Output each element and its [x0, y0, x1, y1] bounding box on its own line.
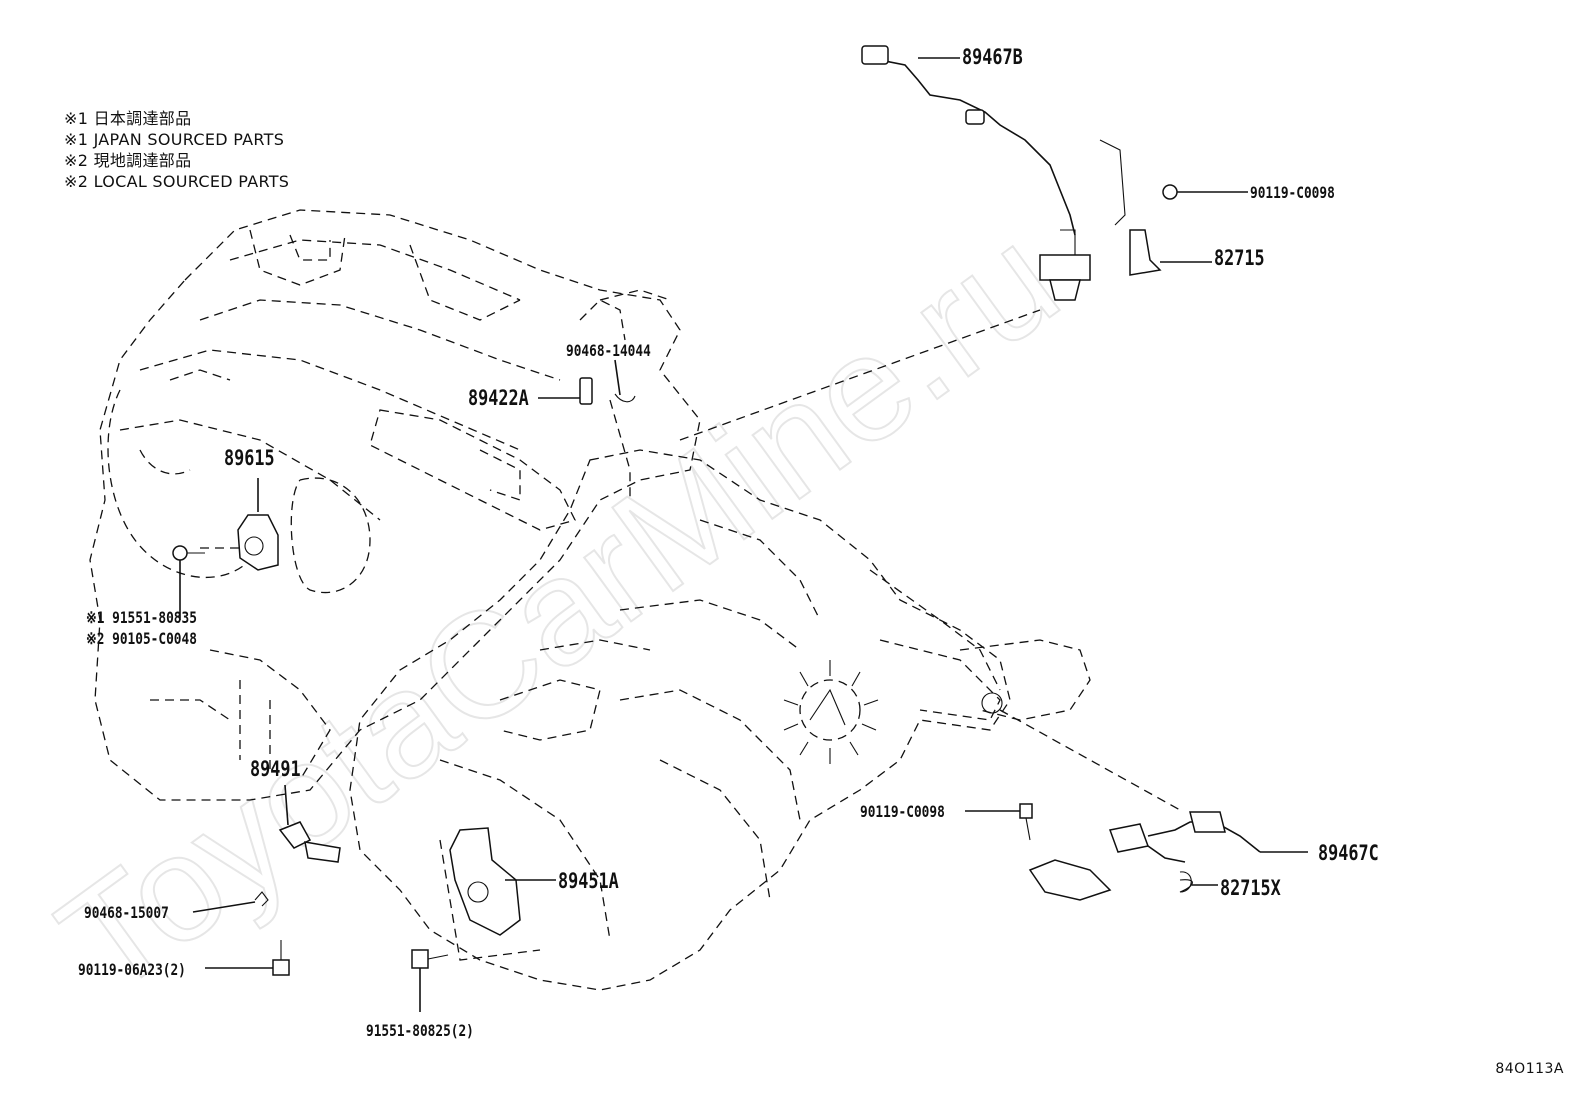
label-89451A[interactable]: 89451A [558, 869, 619, 893]
sensor-89615 [237, 514, 279, 571]
label-90119-c0098-top[interactable]: 90119-C0098 [1250, 183, 1335, 202]
note-japan-jp: ※1 日本調達部品 [64, 109, 192, 128]
label-90468-14044[interactable]: 90468-14044 [566, 341, 651, 360]
label-82715[interactable]: 82715 [1214, 246, 1265, 270]
label-91551-80835[interactable]: ※1 91551-80835 [86, 608, 197, 627]
label-89422A[interactable]: 89422A [468, 386, 529, 410]
transmission-outline [349, 449, 1011, 991]
label-89467C[interactable]: 89467C [1318, 841, 1379, 865]
label-89491[interactable]: 89491 [250, 757, 301, 781]
label-90468-15007[interactable]: 90468-15007 [84, 903, 169, 922]
label-91551-80825[interactable]: 91551-80825(2) [366, 1021, 474, 1040]
note-local-en: ※2 LOCAL SOURCED PARTS [64, 172, 290, 191]
label-89467B[interactable]: 89467B [962, 45, 1023, 69]
sensor-89467b-cable [879, 59, 1076, 236]
label-82715X[interactable]: 82715X [1220, 876, 1281, 900]
sourcing-notes: ※1 日本調達部品 ※1 JAPAN SOURCED PARTS ※2 現地調達… [64, 108, 289, 192]
note-japan-en: ※1 JAPAN SOURCED PARTS [64, 130, 285, 149]
sensor-89467c-connector [1108, 823, 1150, 853]
label-90119-06a23[interactable]: 90119-06A23(2) [78, 960, 186, 979]
label-90119-c0098-bottom[interactable]: 90119-C0098 [860, 802, 945, 821]
note-local-jp: ※2 現地調達部品 [64, 151, 192, 170]
engine-outline [89, 209, 701, 801]
switch-89451a [449, 827, 521, 936]
figure-code: 84O113A [1495, 1061, 1564, 1077]
label-89615[interactable]: 89615 [224, 446, 275, 470]
label-90105-c0048[interactable]: ※2 90105-C0048 [86, 629, 197, 648]
sensor-89491 [278, 821, 312, 849]
